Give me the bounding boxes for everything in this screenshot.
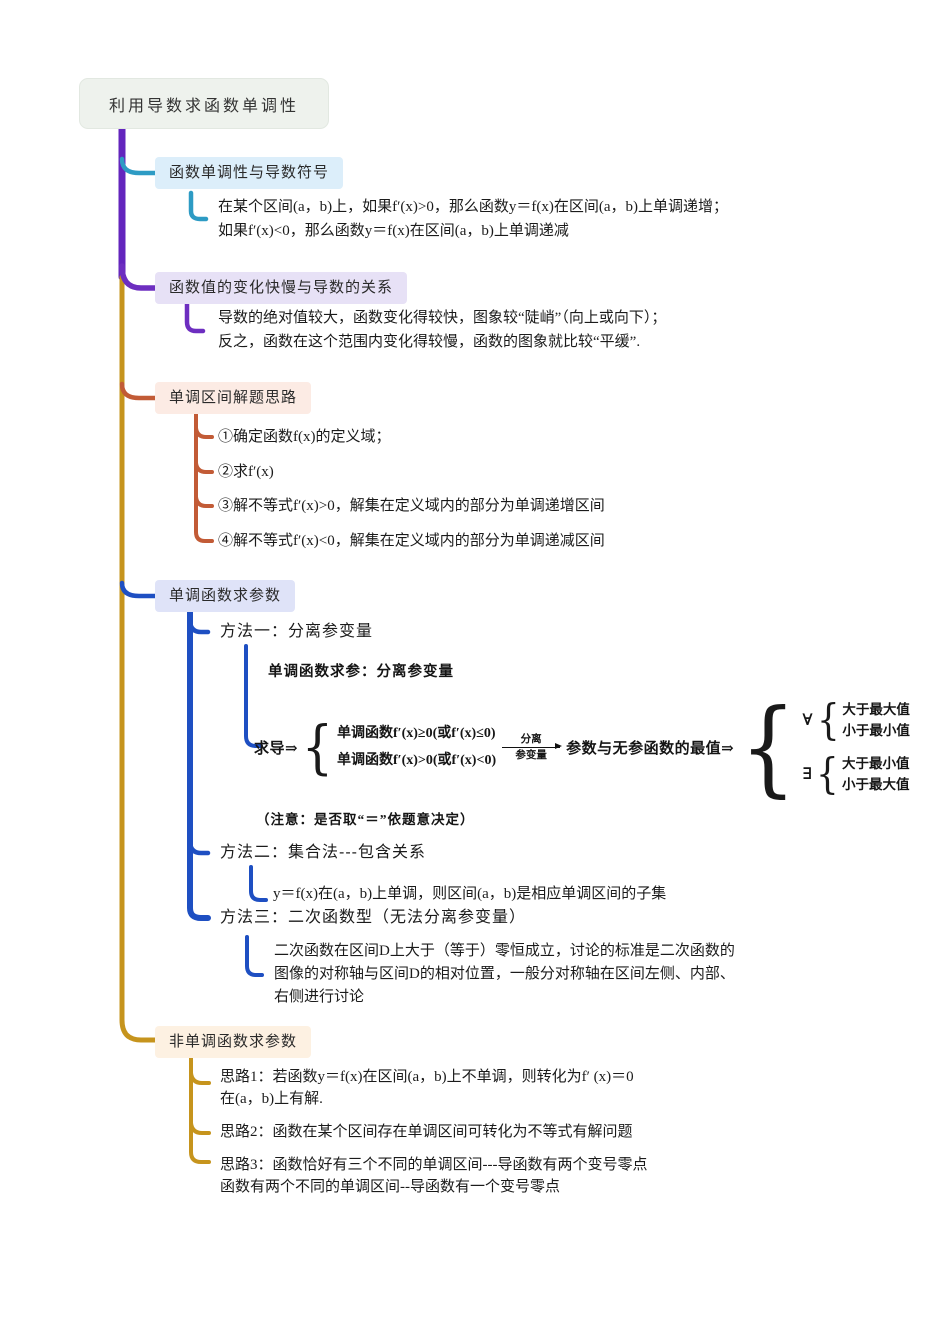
branch5-idea-1[interactable]: 思路1：若函数y＝f(x)在区间(a，b)上不单调，则转化为f′ (x)＝0 在… xyxy=(220,1069,634,1107)
branch3-stub-3 xyxy=(194,495,214,508)
arrow-line-icon xyxy=(502,743,563,749)
method3-body[interactable]: 二次函数在区间D上大于（等于）零恒成立，讨论的标准是二次函数的 图像的对称轴与区… xyxy=(274,943,735,1005)
method1-bracket xyxy=(244,644,263,748)
formula-lead: 求导⇒ xyxy=(254,740,299,757)
branch5-idea-2[interactable]: 思路2：函数在某个区间存在单调区间可转化为不等式有解问题 xyxy=(220,1124,633,1140)
branch4-subtrunk xyxy=(187,608,211,921)
branch4-elbow xyxy=(119,580,158,599)
method2-body[interactable]: y＝f(x)在(a，b)上单调，则区间(a，b)是相应单调区间的子集 xyxy=(273,886,667,902)
forall-symbol: ∀ xyxy=(802,712,813,729)
exists-group: ∃ { 大于最小值 小于最大值 xyxy=(802,753,910,795)
formula-mid: 参数与无参函数的最值⇒ xyxy=(566,740,735,757)
branch1-elbow xyxy=(119,156,158,176)
method2-bracket xyxy=(249,865,268,902)
method1-subtitle[interactable]: 单调函数求参：分离参变量 xyxy=(268,664,454,680)
forall-case-1: 大于最大值 xyxy=(842,702,910,717)
method1-formula[interactable]: 求导⇒ { 单调函数f′(x)≥0(或f′(x)≤0) 单调函数f′(x)>0(… xyxy=(254,688,910,806)
branch1-topic[interactable]: 函数单调性与导数符号 xyxy=(155,157,344,189)
exists-case-2: 小于最大值 xyxy=(842,777,910,792)
branch2-body[interactable]: 导数的绝对值较大，函数变化得较快，图象较“陡峭”（向上或向下）； 反之，函数在这… xyxy=(218,310,667,350)
branch3-subtrunk xyxy=(194,411,214,543)
branch5-subtrunk xyxy=(189,1056,211,1164)
method3-label[interactable]: 方法三：二次函数型（无法分离参变量） xyxy=(220,909,527,926)
branch2-topic[interactable]: 函数值的变化快慢与导数的关系 xyxy=(155,272,408,304)
branch1-body[interactable]: 在某个区间(a，b)上，如果f′(x)>0，那么函数y＝f(x)在区间(a，b)… xyxy=(218,199,729,239)
formula-case-1: 单调函数f′(x)≥0(或f′(x)≤0) xyxy=(336,726,496,741)
formula-case-2: 单调函数f′(x)>0(或f′(x)<0) xyxy=(336,753,497,768)
method2-stub xyxy=(187,840,211,856)
branch3-stub-2 xyxy=(194,461,214,474)
idea2-stub xyxy=(189,1121,211,1135)
branch3-step-4[interactable]: ④解不等式f′(x)<0，解集在定义域内的部分为单调递减区间 xyxy=(218,533,605,549)
branch3-step-3[interactable]: ③解不等式f′(x)>0，解集在定义域内的部分为单调递增区间 xyxy=(218,498,605,514)
branch1-bracket xyxy=(188,190,209,222)
branch2-bracket xyxy=(184,301,206,334)
left-brace-icon: { xyxy=(301,713,334,781)
method1-label[interactable]: 方法一：分离参变量 xyxy=(220,623,374,640)
branch3-elbow xyxy=(119,381,158,401)
method2-label[interactable]: 方法二：集合法---包含关系 xyxy=(220,844,426,861)
branch3-step-1[interactable]: ①确定函数f(x)的定义域； xyxy=(218,429,391,445)
arrow-bottom-label: 参变量 xyxy=(515,749,547,761)
branch3-stub-1 xyxy=(194,426,214,439)
separate-variable-arrow: 分离 参变量 xyxy=(502,733,563,762)
exists-symbol: ∃ xyxy=(802,766,813,783)
root-topic[interactable]: 利用导数求函数单调性 xyxy=(79,78,329,129)
idea1-stub xyxy=(189,1071,211,1085)
forall-brace-icon: { xyxy=(816,695,840,744)
exists-brace-icon: { xyxy=(816,749,840,798)
branch4-topic[interactable]: 单调函数求参数 xyxy=(155,580,296,612)
branch3-topic[interactable]: 单调区间解题思路 xyxy=(155,382,312,414)
forall-group: ∀ { 大于最大值 小于最小值 xyxy=(802,699,910,741)
branch2-elbow xyxy=(119,263,158,291)
trunk-gold-segment xyxy=(119,274,158,1043)
method3-bracket xyxy=(245,935,264,977)
forall-case-2: 小于最小值 xyxy=(842,723,910,738)
method1-note[interactable]: （注意：是否取“＝”依题意决定） xyxy=(256,812,475,827)
exists-case-1: 大于最小值 xyxy=(842,756,910,771)
branch5-idea-3[interactable]: 思路3：函数恰好有三个不同的单调区间---导函数有两个变号零点 函数有两个不同的… xyxy=(220,1157,648,1195)
branch5-topic[interactable]: 非单调函数求参数 xyxy=(155,1026,312,1058)
arrow-top-label: 分离 xyxy=(520,733,542,745)
outer-brace-icon: { xyxy=(740,686,797,808)
method1-stub xyxy=(187,619,211,635)
branch3-step-2[interactable]: ②求f′(x) xyxy=(218,464,274,480)
